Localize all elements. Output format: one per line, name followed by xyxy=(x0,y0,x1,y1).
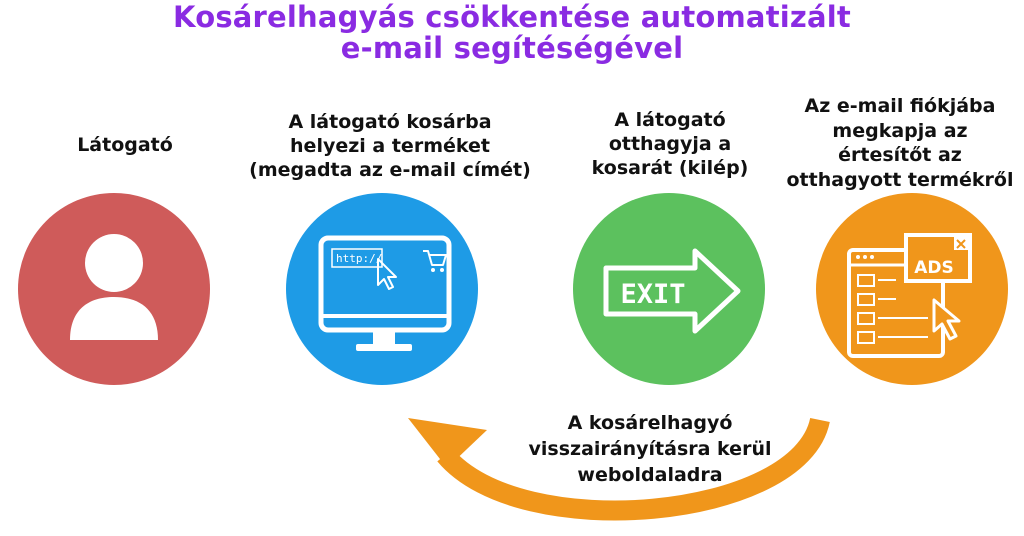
step-2-circle: http:// xyxy=(286,193,478,385)
exit-arrow-icon: EXIT xyxy=(603,248,741,334)
user-icon xyxy=(70,234,158,340)
diagram-title: Kosárelhagyás csökkentése automatizált e… xyxy=(0,2,1024,64)
step-4-label-line-2: megkapja az xyxy=(832,119,968,142)
step-1-label-line: Látogató xyxy=(77,134,173,156)
screen-url-text: http:// xyxy=(336,252,382,265)
step-4-circle: ADS xyxy=(816,193,1008,385)
exit-sign-text: EXIT xyxy=(620,279,685,310)
email-ads-icon: ADS xyxy=(847,233,972,358)
step-2-label-line-1: A látogató kosárba xyxy=(288,111,492,133)
step-4-label-line-4: otthagyott termékről xyxy=(786,168,1014,191)
feedback-label-line-1: A kosárelhagyó xyxy=(567,412,733,434)
feedback-label: A kosárelhagyó visszairányításra kerül w… xyxy=(520,410,780,488)
step-2-label: A látogató kosárba helyezi a terméket (m… xyxy=(230,110,550,182)
ads-text: ADS xyxy=(914,258,954,278)
step-3-label-line-2: otthagyja a xyxy=(608,133,732,155)
step-3-label: A látogató otthagyja a kosarát (kilép) xyxy=(570,108,770,180)
title-line-2: e-mail segítéségével xyxy=(340,31,684,65)
step-2-label-line-2: helyezi a terméket xyxy=(290,135,490,157)
feedback-label-line-3: weboldaladra xyxy=(577,464,723,486)
title-line-1: Kosárelhagyás csökkentése automatizált xyxy=(173,0,851,34)
step-3-label-line-1: A látogató xyxy=(614,109,726,131)
step-4-label-line-3: értesítőt az xyxy=(838,144,962,166)
step-1-label: Látogató xyxy=(40,133,210,157)
step-4-label-line-1: Az e-mail fiókjába xyxy=(804,95,996,117)
cart-icon xyxy=(423,250,447,272)
step-4-label: Az e-mail fiókjába megkapja az értesítőt… xyxy=(780,94,1020,192)
step-1-circle xyxy=(18,193,210,385)
step-2-label-line-3: (megadta az e-mail címét) xyxy=(249,159,531,181)
computer-monitor-icon: http:// xyxy=(318,235,452,351)
step-3-label-line-3: kosarát (kilép) xyxy=(591,157,749,179)
feedback-label-line-2: visszairányításra kerül xyxy=(528,438,772,460)
step-3-circle: EXIT xyxy=(573,193,765,385)
